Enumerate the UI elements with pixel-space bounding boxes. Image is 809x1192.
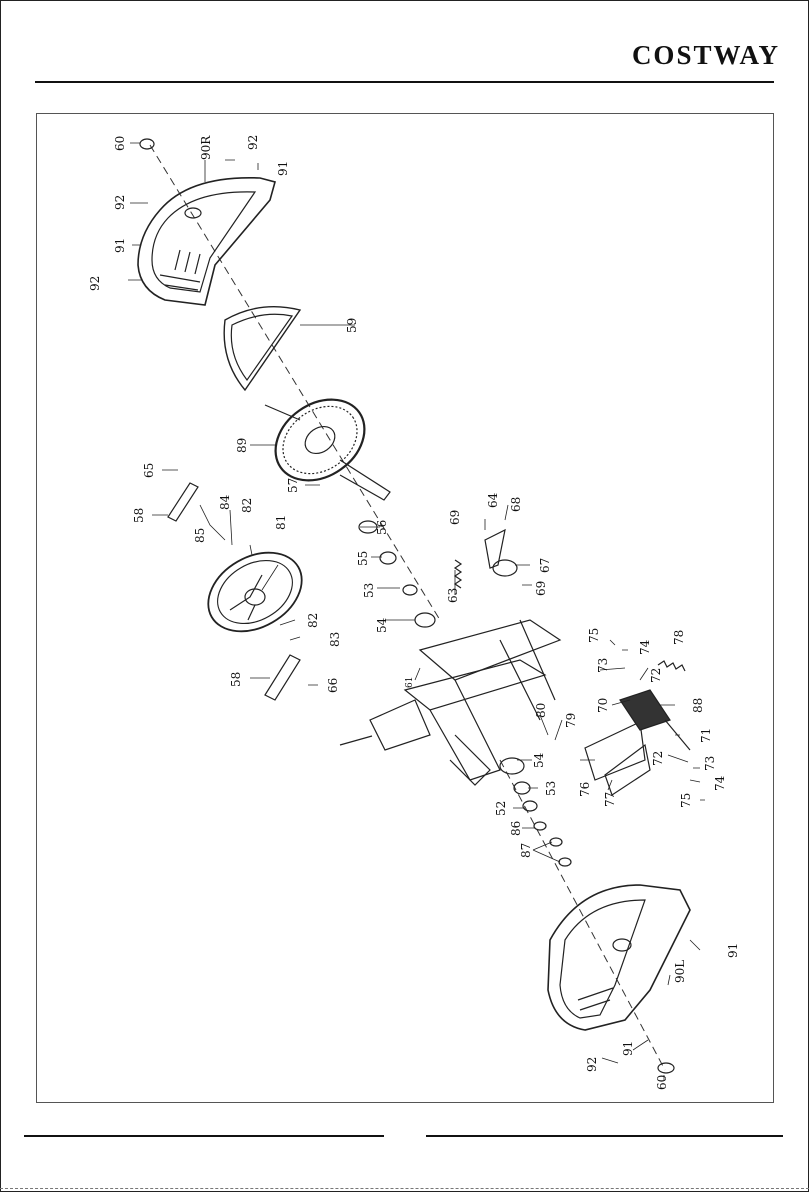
label-71: 71 bbox=[699, 728, 713, 743]
pad-77 bbox=[605, 745, 650, 795]
label-92: 92 bbox=[88, 276, 102, 291]
crank-pulley bbox=[260, 383, 390, 500]
label-90l: 90L bbox=[673, 960, 687, 983]
page-edge-dashes bbox=[0, 1188, 809, 1189]
label-54: 54 bbox=[375, 617, 389, 633]
tension-spring bbox=[455, 560, 461, 588]
end-cap-60a bbox=[140, 139, 154, 149]
pad-76 bbox=[585, 722, 645, 780]
label-57: 57 bbox=[286, 478, 300, 493]
label-82: 82 bbox=[240, 498, 254, 513]
bearing-53b bbox=[514, 782, 530, 794]
assembly-axis bbox=[150, 145, 440, 620]
label-66: 66 bbox=[326, 678, 340, 693]
washer-87b bbox=[559, 858, 571, 866]
label-69: 69 bbox=[448, 510, 462, 525]
label-53: 53 bbox=[544, 781, 558, 796]
label-55: 55 bbox=[356, 551, 370, 566]
label-59: 59 bbox=[345, 318, 359, 333]
label-70: 70 bbox=[596, 698, 610, 713]
washer-55 bbox=[380, 552, 396, 564]
label-91: 91 bbox=[113, 238, 127, 253]
label-75: 75 bbox=[679, 793, 693, 808]
label-74: 74 bbox=[638, 639, 652, 655]
label-77: 77 bbox=[603, 792, 617, 807]
label-87: 87 bbox=[519, 843, 533, 858]
side-cover-left bbox=[548, 885, 690, 1030]
label-60: 60 bbox=[113, 136, 127, 151]
side-cover-right bbox=[138, 178, 275, 305]
label-67: 67 bbox=[538, 558, 552, 573]
label-76: 76 bbox=[578, 782, 592, 797]
label-92: 92 bbox=[246, 135, 260, 150]
label-81: 81 bbox=[274, 515, 288, 530]
part-labels: 60 90R 92 91 92 91 92 59 89 57 65 58 85 … bbox=[88, 135, 740, 1090]
end-cap-60b bbox=[658, 1063, 674, 1073]
label-63: 63 bbox=[446, 588, 460, 603]
label-72: 72 bbox=[651, 751, 665, 766]
label-91: 91 bbox=[726, 943, 740, 958]
label-68: 68 bbox=[509, 497, 523, 512]
label-60: 60 bbox=[655, 1075, 669, 1090]
label-80: 80 bbox=[534, 703, 548, 718]
label-73: 73 bbox=[703, 756, 717, 771]
idler-wheel bbox=[493, 560, 517, 576]
label-73: 73 bbox=[596, 658, 610, 673]
bearing-53a bbox=[403, 585, 417, 595]
flywheel bbox=[194, 537, 316, 648]
footer-rule-right bbox=[426, 1135, 783, 1137]
label-75: 75 bbox=[587, 628, 601, 643]
label-82: 82 bbox=[306, 613, 320, 628]
label-90r: 90R bbox=[199, 135, 213, 160]
label-58: 58 bbox=[132, 508, 146, 523]
bracket-58a bbox=[168, 483, 198, 521]
label-58: 58 bbox=[229, 672, 243, 687]
label-52: 52 bbox=[494, 801, 508, 816]
label-74: 74 bbox=[713, 775, 727, 791]
label-61: 61 bbox=[405, 677, 415, 688]
label-53: 53 bbox=[362, 583, 376, 598]
bearing-54a bbox=[415, 613, 435, 627]
idler-bracket bbox=[485, 530, 505, 568]
brake-caliper bbox=[620, 690, 670, 730]
washer-86 bbox=[534, 822, 546, 830]
label-88: 88 bbox=[691, 698, 705, 713]
label-65: 65 bbox=[142, 463, 156, 478]
bracket-58b bbox=[265, 655, 300, 700]
label-83: 83 bbox=[328, 632, 342, 647]
label-92: 92 bbox=[585, 1057, 599, 1072]
label-54: 54 bbox=[532, 752, 546, 768]
label-56: 56 bbox=[375, 520, 389, 535]
label-91: 91 bbox=[276, 161, 290, 176]
label-72: 72 bbox=[649, 668, 663, 683]
label-85: 85 bbox=[193, 528, 207, 543]
label-84: 84 bbox=[218, 494, 232, 510]
label-64: 64 bbox=[486, 492, 500, 508]
label-86: 86 bbox=[509, 821, 523, 836]
label-92: 92 bbox=[113, 195, 127, 210]
label-69: 69 bbox=[534, 581, 548, 596]
label-89: 89 bbox=[235, 438, 249, 453]
drive-belt bbox=[224, 307, 300, 390]
washer-52 bbox=[523, 801, 537, 811]
footer-rule-left bbox=[24, 1135, 384, 1137]
label-79: 79 bbox=[564, 713, 578, 728]
label-78: 78 bbox=[672, 630, 686, 645]
label-91: 91 bbox=[621, 1041, 635, 1056]
